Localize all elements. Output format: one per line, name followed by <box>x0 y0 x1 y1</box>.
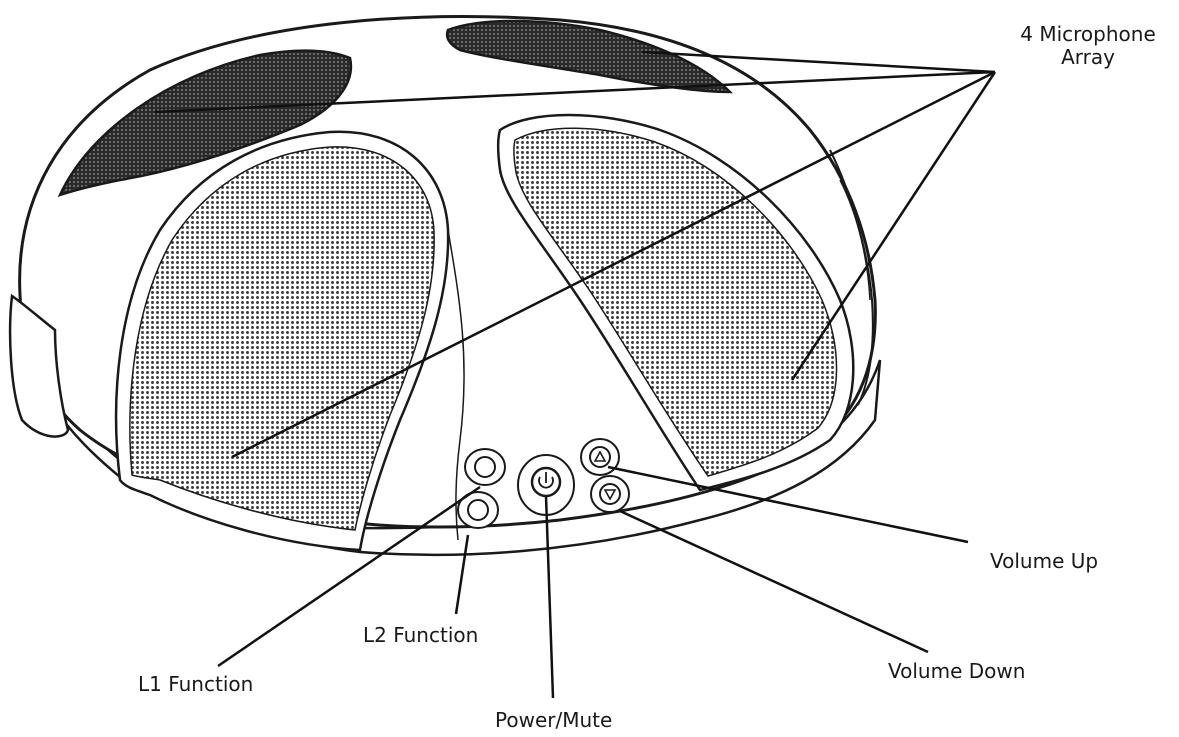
leader-mic-top-left <box>154 70 996 114</box>
volume-down-button[interactable] <box>599 483 621 505</box>
right-rim-lip <box>839 179 871 301</box>
label-microphone-array-line2: Array <box>1061 45 1115 69</box>
leader-mic-top-right <box>641 50 996 74</box>
leader-mic-front-right <box>790 71 997 381</box>
triangle-up-icon <box>593 450 607 462</box>
triangle-down-icon <box>603 489 617 501</box>
label-volume-down: Volume Down <box>888 659 1026 683</box>
button-group <box>457 438 630 529</box>
leader-l2 <box>454 534 470 615</box>
grille-front-right <box>513 127 838 477</box>
label-l2-function: L2 Function <box>363 623 479 647</box>
leader-l1 <box>217 485 481 668</box>
left-side-tab <box>8 293 70 438</box>
right-rim <box>829 149 874 406</box>
leader-power <box>544 495 555 699</box>
l1-button[interactable] <box>474 456 496 478</box>
mic-top-left <box>57 49 353 198</box>
grille-front-left <box>129 146 435 531</box>
label-microphone-array-line1: 4 Microphone <box>1020 22 1156 46</box>
label-microphone-array: 4 Microphone Array <box>995 23 1179 69</box>
label-volume-up: Volume Up <box>990 549 1099 573</box>
label-l1-function: L1 Function <box>138 672 254 696</box>
center-seam <box>447 229 465 541</box>
power-icon <box>538 472 554 489</box>
leader-lines <box>154 50 997 699</box>
volume-up-button[interactable] <box>589 446 611 468</box>
leader-volume-up <box>607 465 969 544</box>
l2-button[interactable] <box>467 499 489 521</box>
leader-volume-down <box>619 509 929 654</box>
label-power-mute: Power/Mute <box>495 708 613 732</box>
mic-top-right <box>445 19 734 94</box>
leader-mic-front-left <box>231 70 996 459</box>
